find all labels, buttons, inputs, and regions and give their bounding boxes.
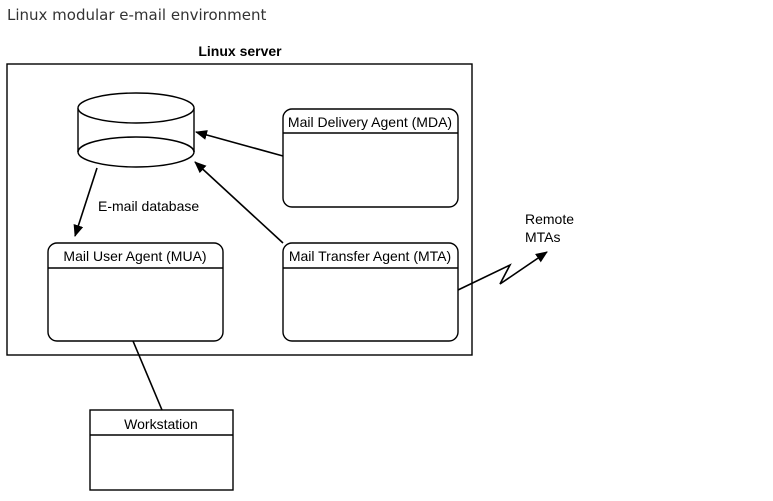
workstation-box: Workstation: [89, 409, 234, 491]
mta-label: Mail Transfer Agent (MTA): [289, 248, 451, 264]
line-mua-to-workstation: [132, 340, 163, 411]
server-label: Linux server: [198, 43, 282, 59]
remote-link-zigzag: [457, 251, 548, 291]
mta-box: Mail Transfer Agent (MTA): [282, 242, 459, 342]
arrow-database-to-mua: [73, 167, 98, 237]
arrow-mda-to-database: [195, 130, 284, 157]
remote-label-line2: MTAs: [525, 229, 561, 245]
email-database: [77, 92, 195, 168]
database-label: E-mail database: [98, 198, 199, 214]
database-top: [77, 92, 195, 124]
page-title: Linux modular e-mail environment: [7, 6, 267, 24]
mua-box: Mail User Agent (MUA): [47, 242, 224, 342]
database-rim: [77, 136, 195, 153]
mda-label: Mail Delivery Agent (MDA): [288, 114, 452, 130]
mua-label: Mail User Agent (MUA): [63, 248, 206, 264]
mda-box: Mail Delivery Agent (MDA): [282, 108, 459, 208]
workstation-label: Workstation: [124, 416, 198, 432]
remote-label-line1: Remote: [525, 211, 574, 227]
arrow-mta-to-database: [194, 161, 284, 244]
